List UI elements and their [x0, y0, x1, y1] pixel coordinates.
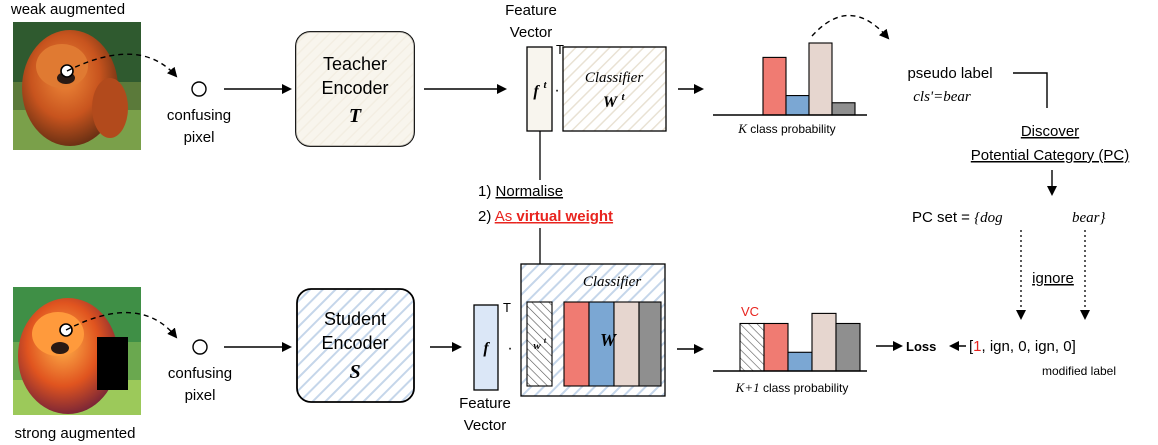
teacher-feature-vector [526, 46, 553, 132]
prob-bottom-bar-1 [739, 322, 765, 372]
weak-augmented-label: weak augmented [10, 1, 125, 18]
modified-open: [ [969, 338, 974, 355]
modified-label-vector: [1, ign, 0, ign, 0] [969, 338, 1076, 355]
step1-normalise: Normalise [496, 183, 564, 200]
transpose-mark-bottom: T [503, 300, 511, 315]
student-classifier-title: Classifier [583, 274, 642, 290]
prob-bottom-bar-3 [787, 351, 813, 372]
prob-top-label: class probability [747, 122, 836, 136]
step2-as: As [495, 208, 517, 225]
teacher-feature-symbol: f [533, 83, 540, 100]
weight-column-1 [563, 301, 590, 387]
pc-set-prefix: PC set = [912, 209, 974, 226]
virtual-weight-sup: t [544, 336, 547, 345]
confusing-pixel-label-top-2: pixel [184, 129, 215, 146]
pseudo-label-value: cls'=bear [913, 89, 971, 105]
dashed-arrow-to-pseudo [811, 14, 890, 40]
step2-virtual-weight: virtual weight [516, 208, 613, 225]
weight-column-4 [638, 301, 662, 387]
step2-prefix: 2) [478, 208, 495, 225]
confusing-pixel-node-top [191, 81, 207, 97]
discover-line2: Potential Category (PC) [971, 147, 1129, 164]
modified-label-caption: modified label [1042, 364, 1116, 378]
weight-column-2 [588, 301, 615, 387]
prob-top-caption: K class probability [737, 121, 835, 136]
prob-top-k: K [737, 121, 748, 136]
prob-top-bar-1 [762, 56, 787, 116]
pc-set-line: PC set = {dog [912, 209, 1003, 226]
prob-bottom-caption: K+1 class probability [735, 380, 849, 395]
confusing-pixel-label-bottom-1: confusing [168, 365, 232, 382]
pc-set-close: bear} [1072, 210, 1106, 226]
prob-bottom-bar-4 [811, 312, 837, 372]
step-2: 2) As virtual weight [478, 208, 613, 225]
prob-top-bar-4 [831, 102, 856, 116]
student-feature-vector [473, 304, 499, 391]
discover-line1: Discover [1021, 123, 1079, 140]
student-symbol: S [349, 361, 360, 383]
pixel-dashed-arrow-top [66, 53, 178, 78]
teacher-weight-sup: t [621, 91, 625, 103]
student-encoder-box [296, 288, 415, 403]
prob-bottom-bar-5 [835, 322, 861, 372]
prob-chart-bottom [713, 312, 867, 372]
teacher-classifier [562, 46, 667, 132]
teacher-encoder-line1: Teacher [323, 54, 387, 74]
weak-augmented-image [13, 22, 141, 150]
prob-bottom-label: class probability [760, 381, 849, 395]
strong-augmented-label: strong augmented [15, 425, 136, 442]
weight-column-3 [613, 301, 640, 387]
transpose-mark-top: T [556, 42, 564, 57]
dot-top: · [554, 82, 559, 99]
pc-set-open: {dog [974, 210, 1003, 226]
teacher-classifier-title: Classifier [585, 70, 644, 86]
confusing-pixel-label-bottom-2: pixel [185, 387, 216, 404]
teacher-encoder-line2: Encoder [321, 78, 388, 98]
confusing-pixel-label-top-1: confusing [167, 107, 231, 124]
modified-first: 1 [973, 338, 981, 355]
teacher-feature-sup: t [543, 79, 547, 91]
student-encoder-line2: Encoder [321, 333, 388, 353]
student-feature-symbol: f [483, 340, 490, 357]
virtual-weight-column [526, 301, 553, 387]
prob-bottom-bar-2 [763, 322, 789, 372]
vc-label: VC [741, 304, 759, 319]
loss-label: Loss [906, 339, 936, 354]
teacher-weight-symbol: W [603, 94, 619, 111]
ignore-label: ignore [1032, 270, 1074, 287]
teacher-symbol: T [349, 105, 362, 127]
feature-vector-top-line1: Feature [505, 2, 557, 19]
dot-bottom: · [507, 340, 512, 357]
pixel-dashed-arrow-bottom [65, 312, 178, 339]
feature-vector-top-line2: Vector [510, 24, 553, 41]
modified-rest: , ign, 0, ign, 0] [982, 338, 1076, 355]
feature-vector-bottom-line2: Vector [464, 417, 507, 434]
feature-vector-bottom-line1: Feature [459, 395, 511, 412]
confusing-pixel-node-bottom [192, 339, 208, 355]
prob-top-bar-3 [808, 42, 833, 116]
pseudo-label-title: pseudo label [907, 65, 992, 82]
step1-prefix: 1) [478, 183, 496, 200]
student-encoder-line1: Student [324, 309, 386, 329]
pseudo-to-discover-line [1013, 72, 1048, 108]
step-1: 1) Normalise [478, 183, 563, 200]
prob-bottom-k: K+1 [735, 380, 760, 395]
virtual-weight-symbol: w [533, 340, 541, 352]
student-weight-symbol: W [600, 330, 618, 350]
prob-chart-top [713, 42, 867, 116]
prob-top-bar-2 [785, 95, 810, 116]
strong-augmented-image [13, 287, 141, 415]
